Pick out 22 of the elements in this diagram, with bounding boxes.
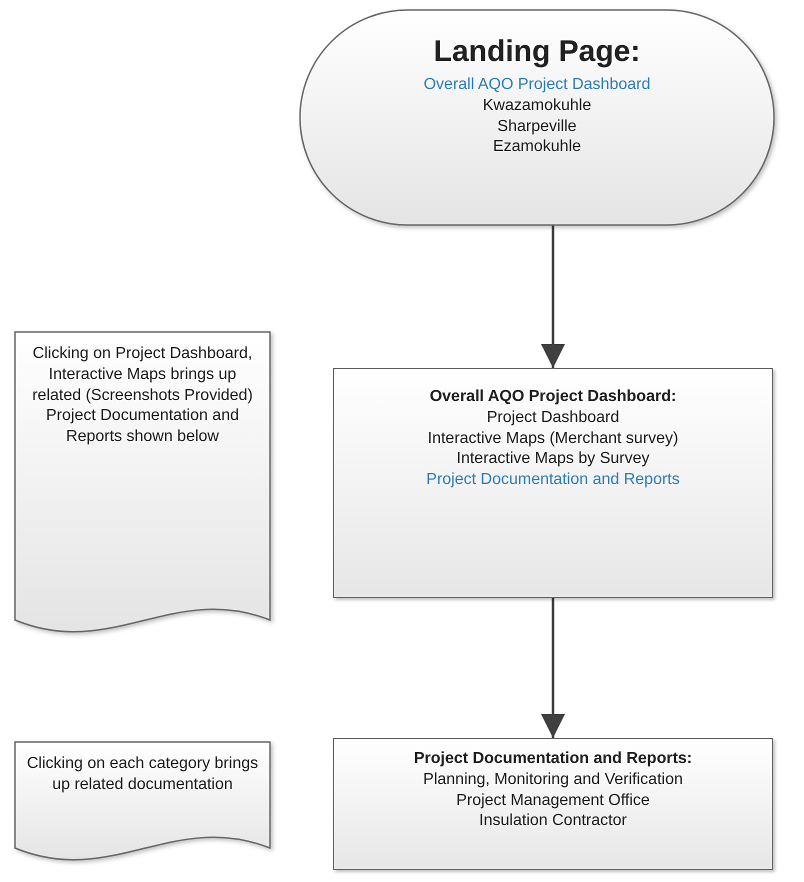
process-box [333, 368, 773, 598]
arrow [541, 225, 565, 368]
heading: Project Documentation and Reports: [414, 749, 692, 769]
heading: Overall AQO Project Dashboard: [430, 387, 676, 407]
link-text: Project Documentation and Reports [426, 470, 680, 490]
link-text: Overall AQO Project Dashboard [424, 75, 650, 95]
node-text: Kwazamokuhle [482, 96, 592, 116]
terminator-shape [300, 10, 774, 225]
node-text: Interactive Maps (Merchant survey) [428, 428, 678, 449]
heading: Landing Page: [434, 34, 640, 70]
node-text: Clicking on each category brings up related documentation [26, 754, 260, 795]
node-text: Planning, Monitoring and Verification [423, 770, 683, 790]
arrow [541, 598, 565, 738]
node-text: Ezamokuhle [492, 137, 582, 158]
process-box [333, 738, 773, 870]
node-text: Sharpeville [497, 116, 577, 137]
node-text: Insulation Contractor [479, 811, 627, 832]
node-text: Project Management Office [456, 790, 650, 811]
node-text: Project Dashboard [486, 408, 620, 428]
node-text: Project Documentation and Reports shown below [45, 406, 240, 448]
node-text: Clicking on Project Dashboard, Interactive Maps brings up related (Screenshots Provided) [31, 344, 254, 406]
node-text: Interactive Maps by Survey [456, 449, 650, 470]
